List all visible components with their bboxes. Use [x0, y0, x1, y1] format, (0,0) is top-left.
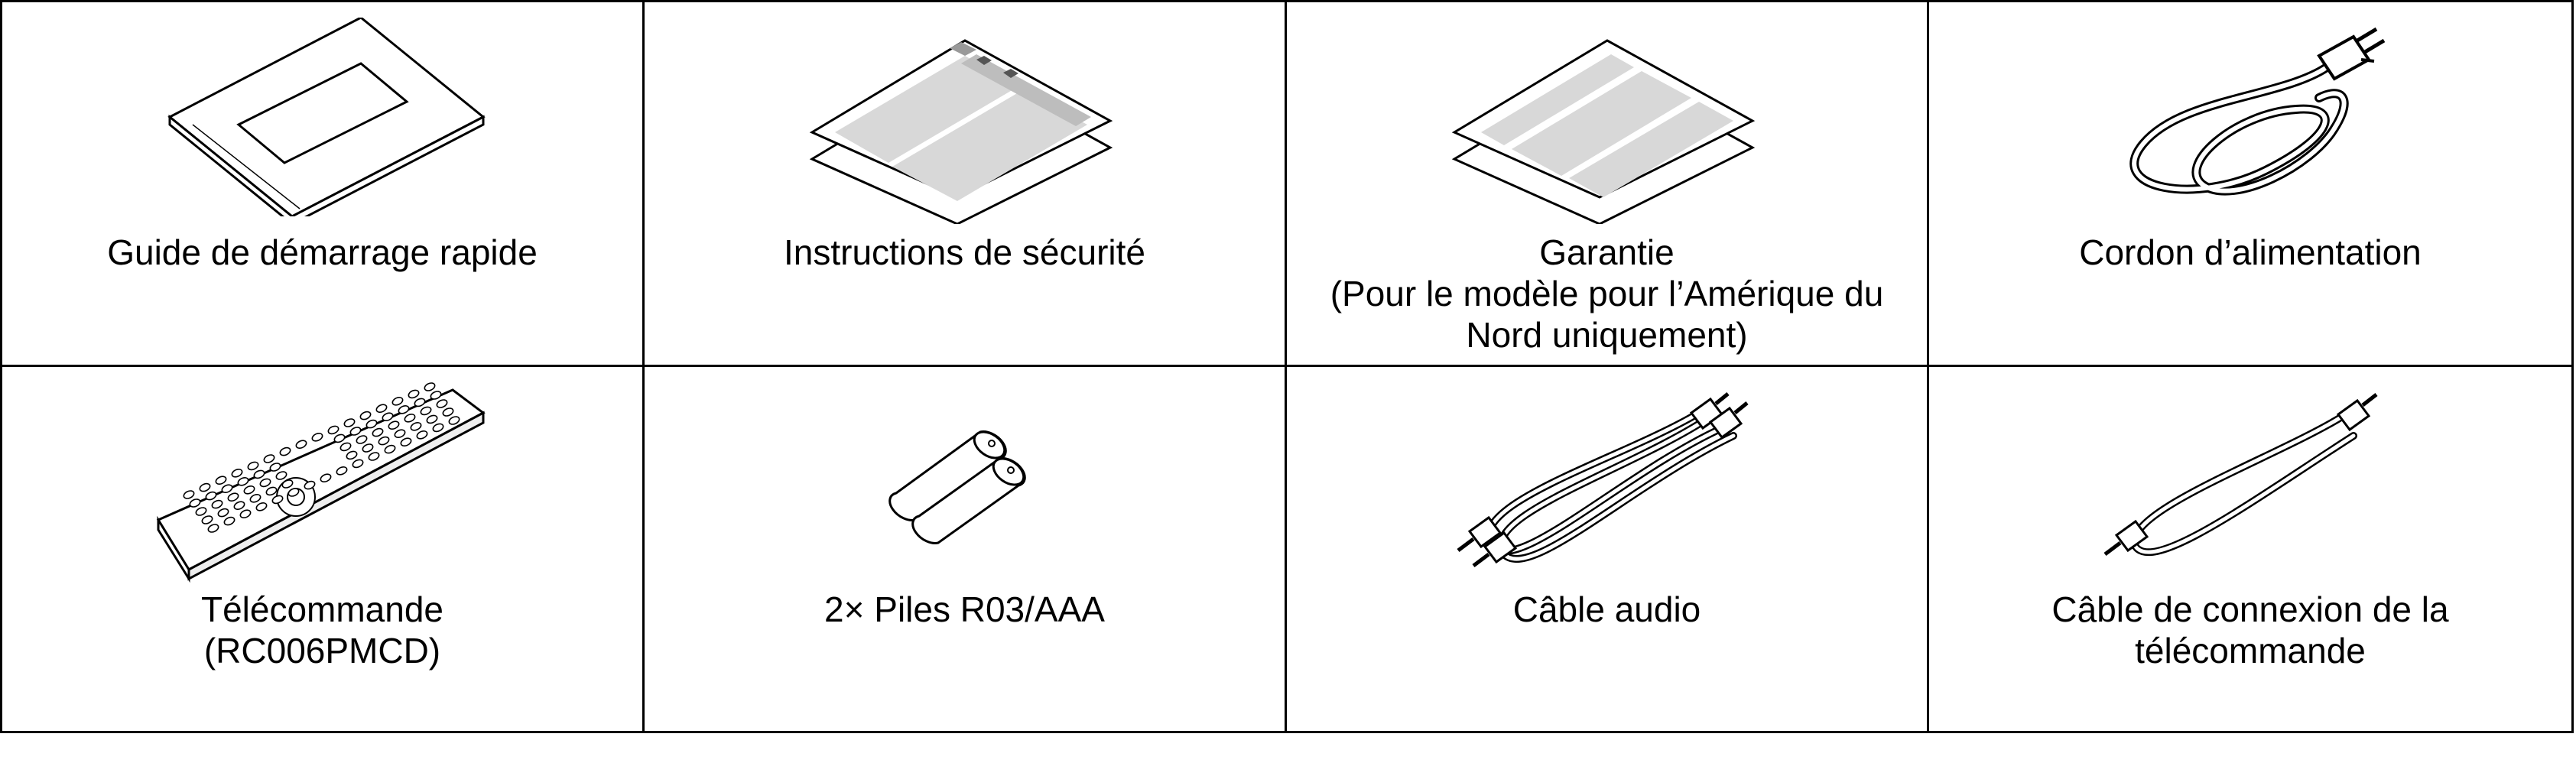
item-label: Instructions de sécurité	[783, 232, 1145, 272]
accessory-cell-warranty: Garantie (Pour le modèle pour l’Amérique…	[1287, 2, 1929, 367]
batteries-icon	[888, 430, 1026, 544]
accessory-cell-quick-start-guide: Guide de démarrage rapide	[2, 2, 645, 367]
remote-control-icon	[156, 382, 486, 583]
accessory-cell-safety-instructions: Instructions de sécurité	[645, 2, 1287, 367]
item-label: Câble audio	[1512, 589, 1701, 629]
item-label: Garantie (Pour le modèle pour l’Amérique…	[1330, 232, 1884, 355]
power-cord-icon	[2129, 27, 2386, 196]
remote-connection-cable-icon	[2103, 392, 2378, 556]
item-label: Guide de démarrage rapide	[107, 232, 538, 272]
warranty-icon	[1451, 39, 1755, 224]
accessory-cell-batteries: 2× Piles R03/AAA	[645, 366, 1287, 731]
accessories-table: Guide de démarrage rapide Instructions d…	[0, 0, 2574, 733]
accessory-cell-audio-cable: Câble audio	[1287, 366, 1929, 731]
audio-cable-icon	[1457, 391, 1749, 567]
item-label: Cordon d’alimentation	[2079, 232, 2422, 272]
safety-instructions-icon	[809, 39, 1113, 224]
quick-start-guide-icon	[167, 18, 486, 216]
accessory-cell-remote-connection-cable: Câble de connexion de la télécommande	[1929, 367, 2571, 732]
item-label: 2× Piles R03/AAA	[824, 589, 1105, 629]
accessory-cell-remote-control: Télécommande (RC006PMCD)	[2, 366, 645, 731]
accessory-cell-power-cord: Cordon d’alimentation	[1929, 2, 2571, 367]
item-label: Câble de connexion de la télécommande	[2051, 589, 2449, 670]
item-label: Télécommande (RC006PMCD)	[200, 589, 444, 670]
